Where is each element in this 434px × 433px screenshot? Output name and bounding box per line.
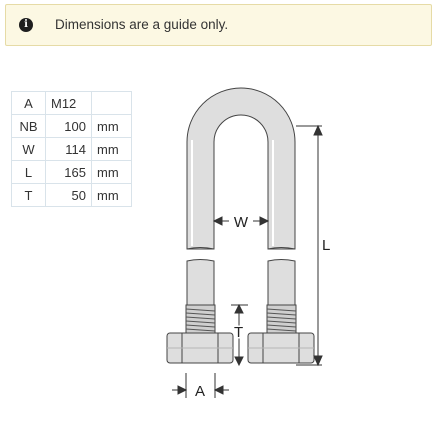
table-row: T 50 mm: [11, 183, 132, 207]
dimension-t: [231, 303, 248, 367]
info-icon: i: [19, 18, 33, 32]
dimension-unit: mm: [91, 183, 132, 207]
dimension-unit: mm: [91, 137, 132, 161]
label-l: L: [322, 237, 330, 254]
thread-lines: [185, 308, 297, 332]
dimension-label: T: [11, 183, 46, 207]
dimension-label: W: [11, 137, 46, 161]
break-mark: [267, 247, 296, 250]
nut-right: [247, 332, 315, 364]
dimension-unit: mm: [91, 160, 132, 184]
guide-notice: i Dimensions are a guide only.: [5, 4, 432, 46]
label-w: W: [234, 214, 249, 231]
nut-left: [166, 332, 234, 364]
table-row: NB 100 mm: [11, 114, 132, 138]
dimension-unit: mm: [91, 114, 132, 138]
dimension-l: [296, 124, 323, 367]
dimensions-table: A M12 NB 100 mm W 114 mm L 165 mm T 50 m…: [11, 91, 132, 207]
dimension-a: [172, 373, 229, 398]
u-bolt-leg-right: [267, 259, 296, 307]
table-row: L 165 mm: [11, 160, 132, 184]
notice-text: Dimensions are a guide only.: [55, 17, 229, 32]
table-row: W 114 mm: [11, 137, 132, 161]
break-mark: [186, 247, 215, 250]
dimension-value: 100: [45, 114, 92, 138]
u-bolt-leg-left: [186, 259, 215, 307]
dimension-label: A: [11, 91, 46, 115]
dimension-label: NB: [11, 114, 46, 138]
dimension-w: [212, 216, 270, 226]
label-a: A: [195, 383, 205, 400]
u-bolt-bend: [186, 87, 296, 250]
label-t: T: [234, 324, 243, 341]
dimension-value: 50: [45, 183, 92, 207]
